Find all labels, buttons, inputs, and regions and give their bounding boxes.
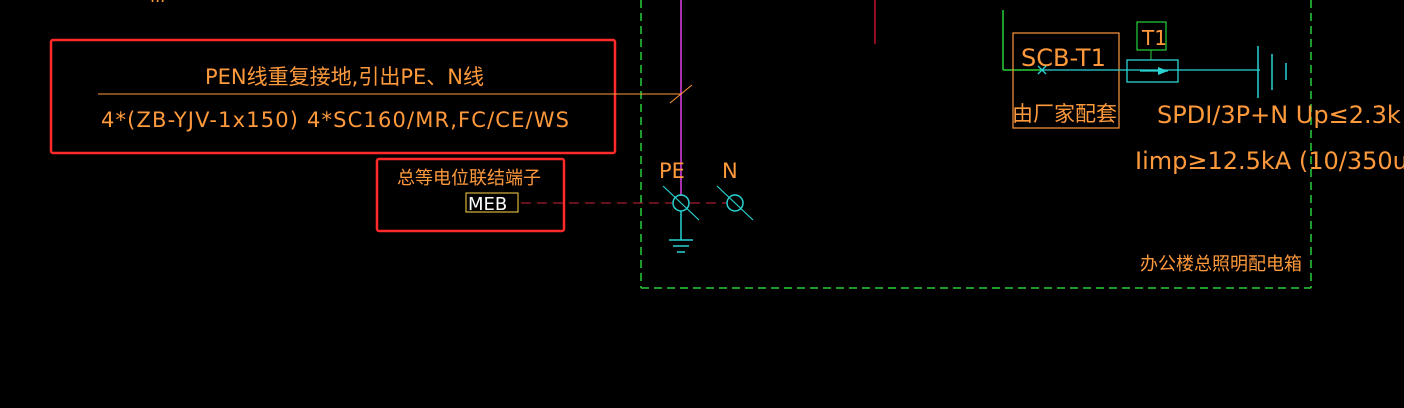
- pe-terminal-slash: [662, 185, 700, 221]
- spd-device-icon: [1126, 59, 1179, 83]
- n-terminal-icon: [726, 194, 744, 212]
- spd-arrow-icon: [1140, 67, 1168, 75]
- cable-leader-tick: [669, 84, 693, 104]
- switch-icon: [1037, 65, 1090, 75]
- n-terminal-slash: [716, 185, 754, 221]
- scb-box: [1012, 32, 1120, 129]
- t1-label: T1: [1141, 26, 1167, 50]
- ground-icon: [669, 239, 693, 253]
- meb-highlight-box: [375, 157, 566, 233]
- n-label: N: [722, 159, 738, 183]
- panel-name: 办公楼总照明配电箱: [1140, 254, 1302, 275]
- top-cut-text: ...: [150, 0, 165, 6]
- distribution-panel-boundary: [640, 0, 1312, 289]
- scb-note: 由厂家配套: [1012, 102, 1117, 126]
- meb-label-box: [465, 192, 519, 213]
- pe-label: PE: [659, 159, 685, 183]
- spd-spec-line1: SPDI/3P+N Up≤2.3k: [1157, 101, 1401, 129]
- cable-note-line2: 4*(ZB-YJV-1x150) 4*SC160/MR,FC/CE/WS: [101, 108, 569, 132]
- cable-note-line1: PEN线重复接地,引出PE、N线: [205, 65, 484, 89]
- meb-label: MEB: [468, 194, 507, 215]
- spd-ground-icon: [1257, 46, 1287, 98]
- meb-title: 总等电位联结端子: [397, 168, 541, 189]
- spd-spec-line2: Iimp≥12.5kA (10/350us: [1135, 147, 1404, 175]
- cable-note-highlight-box: [49, 38, 617, 155]
- scb-label: SCB-T1: [1021, 44, 1106, 72]
